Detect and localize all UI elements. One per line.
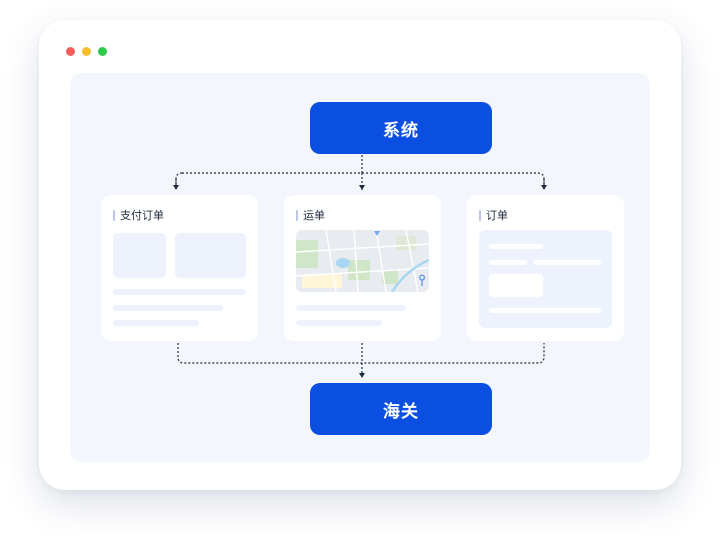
placeholder-line	[489, 244, 543, 249]
title-accent-bar	[479, 209, 481, 221]
connector-bottom-bus	[177, 343, 545, 364]
order-title: 订单	[486, 209, 508, 222]
title-accent-bar	[113, 209, 115, 221]
payment-order-title: 支付订单	[120, 209, 164, 222]
system-node[interactable]: 系统	[310, 102, 492, 154]
window-controls	[66, 47, 107, 56]
placeholder-line	[113, 320, 199, 326]
placeholder-line	[489, 260, 527, 265]
placeholder-line	[489, 308, 601, 313]
payment-order-card[interactable]: 支付订单	[101, 195, 258, 341]
placeholder-line	[113, 305, 223, 311]
placeholder-block	[113, 233, 166, 278]
placeholder-line	[296, 320, 382, 326]
placeholder-block	[175, 233, 246, 278]
customs-node-label: 海关	[383, 401, 419, 422]
browser-window: 系统 支付订单 运单	[39, 20, 681, 490]
order-detail-panel	[479, 230, 612, 328]
diagram-canvas: 系统 支付订单 运单	[70, 73, 650, 462]
connector-top-bus	[175, 172, 545, 189]
map-illustration	[296, 230, 429, 292]
order-card[interactable]: 订单	[467, 195, 624, 341]
customs-node[interactable]: 海关	[310, 383, 492, 435]
placeholder-line	[296, 305, 406, 311]
maximize-dot-icon[interactable]	[98, 47, 107, 56]
title-accent-bar	[296, 209, 298, 221]
map-thumbnail	[296, 230, 429, 292]
waybill-title: 运单	[303, 209, 325, 222]
placeholder-line	[533, 260, 601, 265]
close-dot-icon[interactable]	[66, 47, 75, 56]
waybill-card[interactable]: 运单	[284, 195, 441, 341]
system-node-label: 系统	[383, 120, 419, 141]
connector-lines	[173, 155, 547, 378]
placeholder-block	[489, 274, 543, 297]
minimize-dot-icon[interactable]	[82, 47, 91, 56]
placeholder-line	[113, 289, 246, 295]
